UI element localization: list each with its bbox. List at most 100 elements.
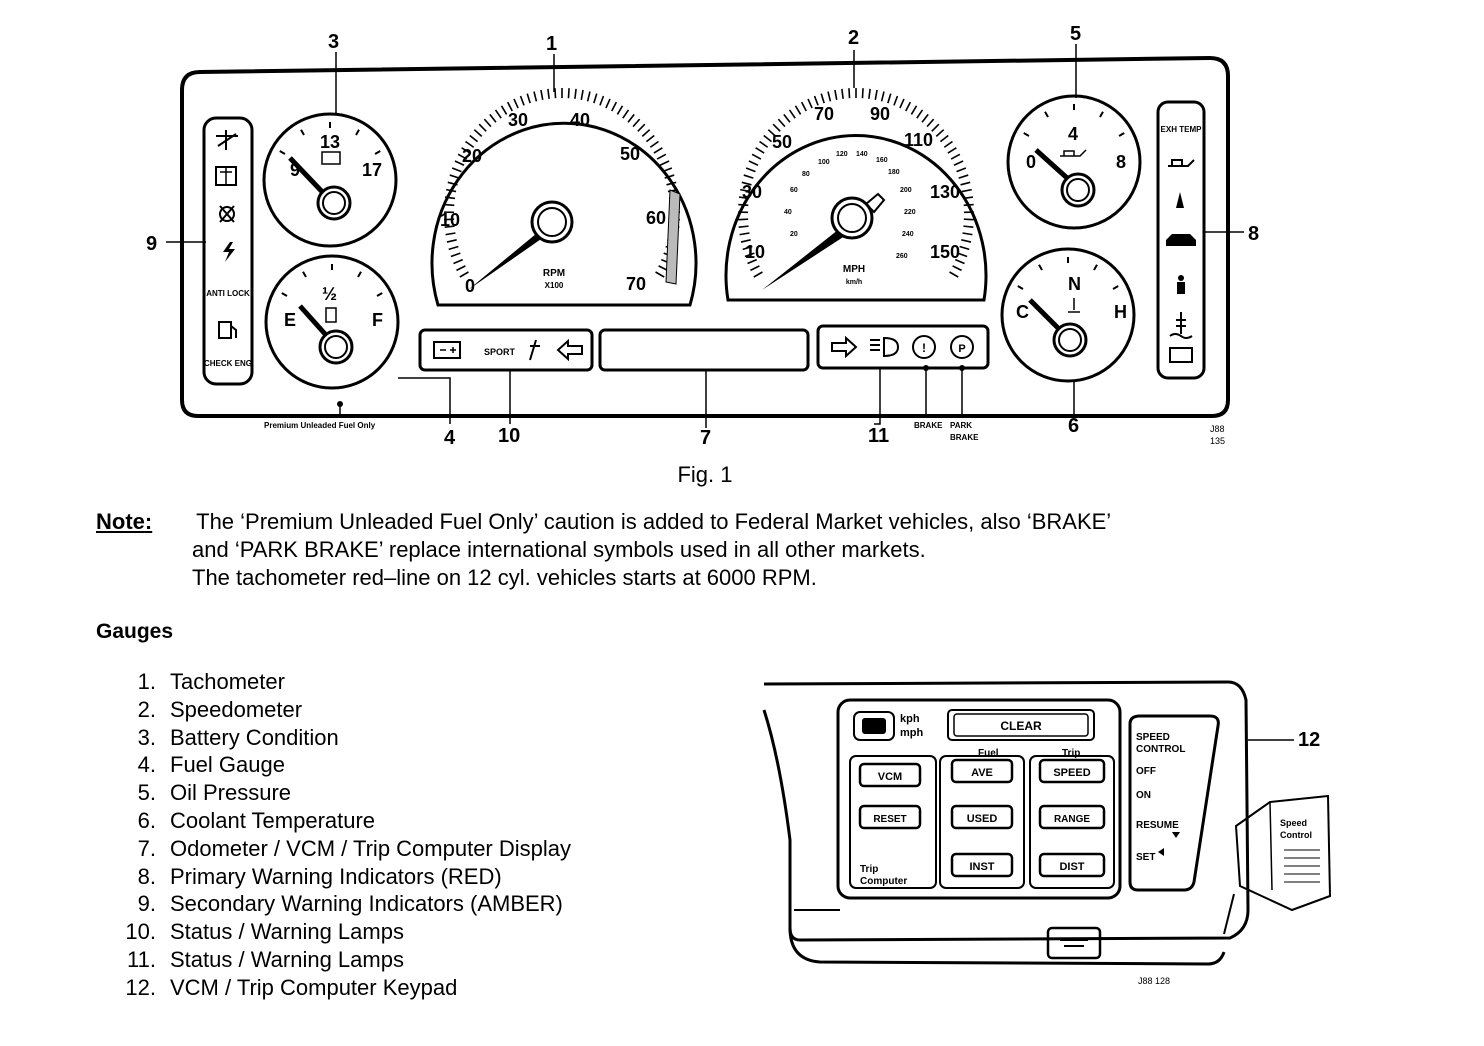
car-bonnet-icon [1166, 234, 1196, 246]
oil-can-icon [1060, 149, 1087, 157]
gauge-tick [616, 105, 624, 115]
gauge-tick [281, 292, 288, 297]
gauges-heading: Gauges [96, 620, 174, 643]
fuel-header: Fuel [978, 748, 999, 759]
speed-button[interactable]: SPEED [1038, 758, 1106, 784]
gauge-tick [599, 95, 605, 106]
gauge-tick [738, 225, 749, 228]
brake-fluid-icon [1176, 192, 1184, 208]
gauge-tick [868, 88, 871, 99]
range-button[interactable]: RANGE [1038, 804, 1106, 830]
gauge-tick [740, 239, 751, 243]
right-turn-arrow-icon [831, 335, 858, 359]
gauge-tick [659, 160, 670, 166]
secondary-warning-strip: ANTI LOCK CHECK ENG [202, 116, 254, 386]
gauge-tick [547, 88, 550, 99]
list-item: 4.Fuel Gauge [137, 752, 285, 778]
kmh-tick-label: 60 [790, 187, 798, 194]
kmh-tick-label: 180 [888, 169, 900, 176]
oil-high-label: 8 [1116, 152, 1126, 172]
gauge-tick [943, 140, 953, 148]
list-item: 2.Speedometer [137, 696, 303, 722]
gauge-tick [755, 147, 765, 154]
drawing-ref-1: J88 [1210, 424, 1225, 434]
callout-10: 10 [498, 425, 520, 447]
dist-button[interactable]: DIST [1038, 852, 1106, 878]
callout-4: 4 [444, 427, 456, 449]
gauge-tick [465, 140, 475, 148]
rpm-label: RPM [543, 268, 565, 279]
gauge-tick [567, 88, 570, 99]
gauge-tick [763, 134, 773, 143]
note-line: and ‘PARK BRAKE’ replace international s… [192, 537, 926, 562]
gauge-tick [788, 109, 796, 119]
ave-button[interactable]: AVE [950, 758, 1014, 784]
gauge-tick [777, 118, 786, 128]
battery-charge-icon [433, 341, 461, 359]
temp-mid-label: N [1068, 274, 1081, 294]
svg-text:USED: USED [967, 813, 998, 825]
callout-8: 8 [1248, 223, 1259, 245]
kmh-tick-label: 220 [904, 209, 916, 216]
callout-2: 2 [848, 27, 859, 49]
gauge-tick [632, 118, 641, 128]
gauge-tick [949, 271, 959, 278]
gauge-tick [513, 98, 519, 109]
gauge-tick [451, 167, 462, 173]
instrument-panel-figure: ANTI LOCK CHECK ENG EXH TEMP 9 13 17 E ½… [146, 23, 1259, 449]
gauge-tick [739, 232, 750, 236]
park-brake-label-2: BRAKE [950, 433, 979, 442]
gauge-tick [861, 88, 864, 99]
gauge-tick [958, 174, 969, 179]
mph-tick-label: 30 [742, 182, 762, 202]
gauge-tick [916, 109, 924, 119]
gauge-tick [445, 232, 456, 236]
battery-icon [321, 151, 341, 165]
headlamp-icon [870, 336, 900, 358]
gauge-tick [952, 265, 962, 272]
keypad-figure: kph mph CLEAR Fuel Trip VCM RESET Trip C… [762, 680, 1332, 986]
callout-leaders [166, 44, 1244, 428]
reset-button[interactable]: RESET [858, 804, 922, 830]
used-button[interactable]: USED [950, 804, 1014, 830]
trip-header: Trip [1062, 748, 1080, 759]
gauge-tick [446, 239, 457, 243]
primary-warning-strip: EXH TEMP [1156, 100, 1206, 380]
off-label: OFF [1136, 766, 1156, 777]
svg-text:DIST: DIST [1059, 861, 1084, 873]
gauge-tick [935, 129, 945, 137]
gauge-tick [453, 258, 464, 265]
panel-housing [180, 55, 1230, 418]
redline-band [665, 189, 681, 285]
clear-button[interactable]: CLEAR [947, 709, 1095, 741]
person-icon [1177, 275, 1185, 294]
list-item: 10.Status / Warning Lamps [125, 919, 404, 945]
list-item: 12.VCM / Trip Computer Keypad [125, 974, 458, 1000]
gauge-tick [664, 174, 675, 179]
gauge-tick [963, 225, 974, 228]
svg-text:RESET: RESET [873, 814, 906, 825]
interior-lamp-switch[interactable] [1046, 926, 1102, 960]
battery-gauge: 9 13 17 [262, 112, 398, 248]
charging-icon [223, 242, 235, 262]
gauge-tick [483, 118, 492, 128]
kph-mph-toggle[interactable] [853, 711, 895, 741]
brake-label: BRAKE [914, 421, 943, 430]
gauge-tick [448, 245, 459, 251]
list-item: 1.Tachometer [137, 669, 285, 694]
mph-tick-label: 110 [904, 130, 933, 150]
oil-mid-label: 4 [1068, 124, 1078, 144]
set-label: SET [1136, 852, 1155, 863]
gauge-tick [880, 91, 885, 102]
gauge-tick [580, 89, 584, 101]
svg-text:AVE: AVE [971, 767, 993, 779]
mph-tick-label: 90 [870, 104, 890, 124]
gauge-tick [962, 196, 974, 200]
vcm-button[interactable]: VCM [858, 762, 922, 788]
speed-control-lever[interactable]: Speed Control [1234, 794, 1332, 912]
inst-button[interactable]: INST [950, 852, 1014, 878]
gauge-tick [533, 91, 538, 102]
gauge-tick [540, 89, 544, 101]
gauge-tick [605, 98, 611, 109]
gauge-tick [457, 153, 468, 160]
